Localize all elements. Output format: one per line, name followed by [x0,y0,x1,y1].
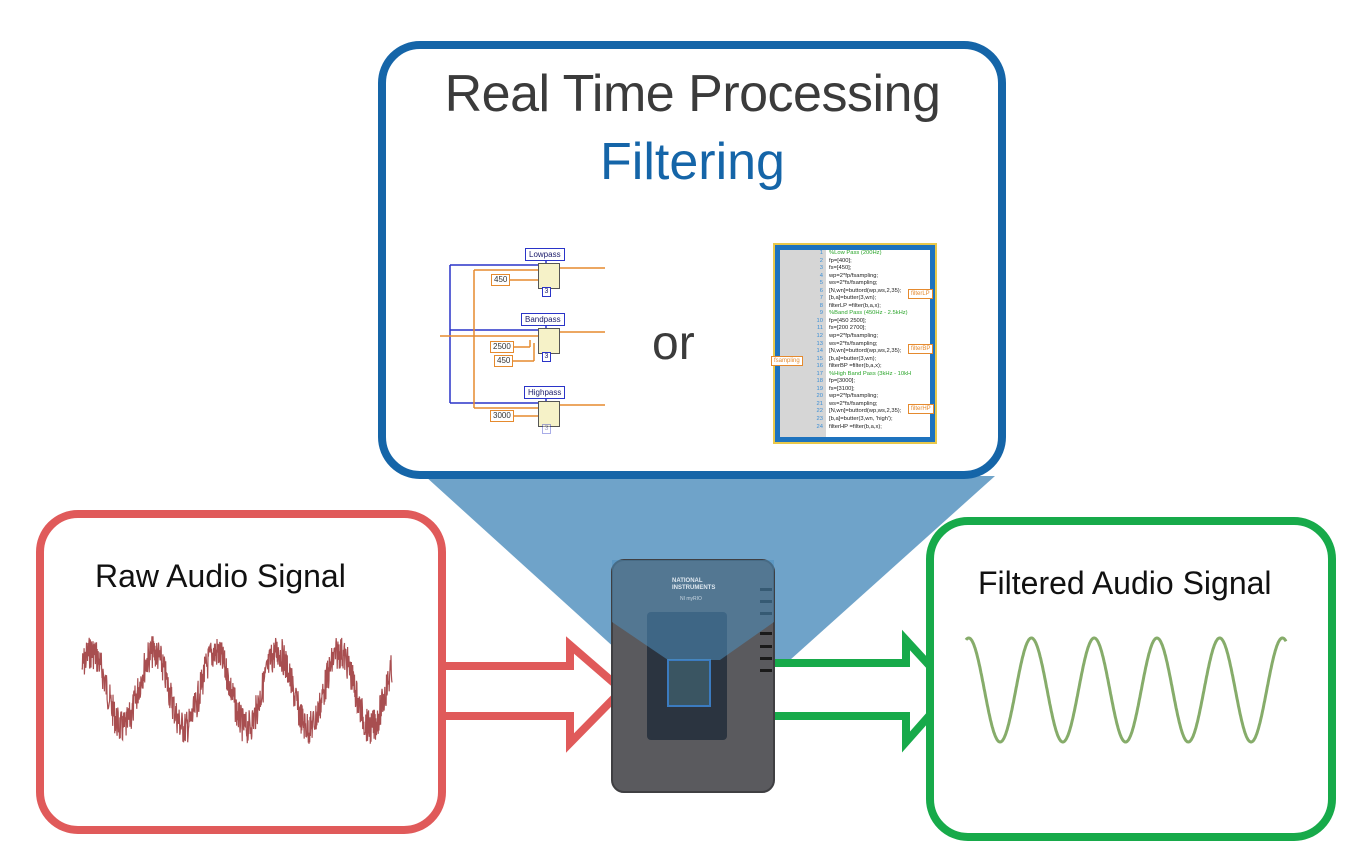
raw-signal-wave [81,636,393,744]
code-line: %Low Pass (200Hz) [829,250,882,256]
line-number: 6 [819,287,823,294]
line-number: 12 [816,333,823,340]
code-line: ws=2*fs/fsampling; [829,280,878,287]
line-number: 9 [819,310,823,317]
line-number: 18 [816,378,823,385]
line-number: 1 [819,250,823,256]
device-brand: NATIONAL INSTRUMENTS [672,578,716,591]
line-number: 14 [816,348,823,355]
order-constant: 3 [542,352,551,362]
code-line: wp=2*fp/fsampling; [829,393,879,400]
line-number: 13 [816,340,823,347]
labview-wires [440,258,605,417]
line-number: 16 [816,363,823,370]
line-number: 8 [819,302,823,309]
line-number: 23 [816,416,823,423]
input-tag-fsampling: fsampling [771,356,803,366]
code-line: [N,wn]=buttord(wp,ws,2,35); [829,348,902,355]
code-line: wp=2*fp/fsampling; [829,333,879,340]
code-line: filterBP =filter(b,a,x); [829,363,882,370]
line-number: 11 [816,325,823,332]
output-tag-hp: filterHP [908,404,934,414]
filter-type-enum: Lowpass [525,248,565,261]
page-subtitle: Filtering [600,133,785,191]
order-constant: 3 [542,287,551,297]
raw-signal-label: Raw Audio Signal [95,558,346,594]
code-line: [b,a]=butter(3,wn); [829,295,877,302]
code-line: fs=[3100]; [829,385,855,392]
page-title: Real Time Processing [444,65,941,123]
code-line: fp=[400]; [829,257,852,264]
constant-box: 450 [494,355,514,367]
output-tag-lp: filterLP [908,289,933,299]
device-to-filtered-arrow [775,629,958,753]
raw-panel [36,510,446,834]
code-line: fp=[450 2500]; [829,317,867,324]
code-line: fp=[3000]; [829,378,855,385]
filtered-panel [926,517,1336,841]
line-number: 24 [816,423,823,430]
order-constant: 3 [542,424,551,434]
filter-node-icon [538,401,560,427]
line-number: 17 [816,370,823,377]
raw-to-device-arrow [444,636,628,753]
code-line: [N,wn]=buttord(wp,ws,2,35); [829,287,902,294]
code-line: ws=2*fs/fsampling; [829,340,878,347]
line-number: 4 [819,272,823,279]
filter-node-icon [538,263,560,289]
line-number: 15 [816,355,823,362]
line-number: 5 [819,280,823,287]
code-line: wp=2*fp/fsampling; [829,272,879,279]
line-number: 2 [819,257,823,264]
filtered-signal-wave [964,636,1288,744]
code-line: [N,wn]=buttord(wp,ws,2,35); [829,408,902,415]
code-line: fs=[450]; [829,265,852,272]
line-number: 3 [819,265,823,272]
code-line: [b,a]=butter(3,wn, 'high'); [829,416,893,423]
line-number: 10 [816,317,823,324]
constant-box: 2500 [490,341,514,353]
line-number: 22 [816,408,823,415]
code-line: %High Band Pass (3kHz - 10kH [829,370,912,377]
constant-box: 450 [491,274,511,286]
line-number: 21 [816,400,823,407]
code-line: filterLP =filter(b,a,x); [829,302,881,309]
myrio-device [611,559,775,793]
filter-type-enum: Bandpass [521,313,565,326]
code-line: filterHP =filter(b,a,x); [829,423,882,430]
filtered-signal-label: Filtered Audio Signal [978,565,1272,601]
constant-box: 3000 [490,410,514,422]
code-line: %Band Pass (450Hz - 2.5kHz) [829,310,908,317]
code-line: [b,a]=butter(3,wn); [829,355,877,362]
or-separator: or [652,317,695,370]
device-model: NI myRIO [680,596,702,602]
code-lines: %Low Pass (200Hz)fp=[400];fs=[450];wp=2*… [826,250,930,437]
line-number: 20 [816,393,823,400]
code-line: ws=2*fs/fsampling; [829,400,878,407]
filter-type-enum: Highpass [524,386,566,399]
filter-node-icon [538,328,560,354]
line-number: 7 [819,295,823,302]
output-tag-bp: filterBP [908,344,934,354]
line-number: 19 [816,385,823,392]
code-line: fs=[200 2700]; [829,325,866,332]
